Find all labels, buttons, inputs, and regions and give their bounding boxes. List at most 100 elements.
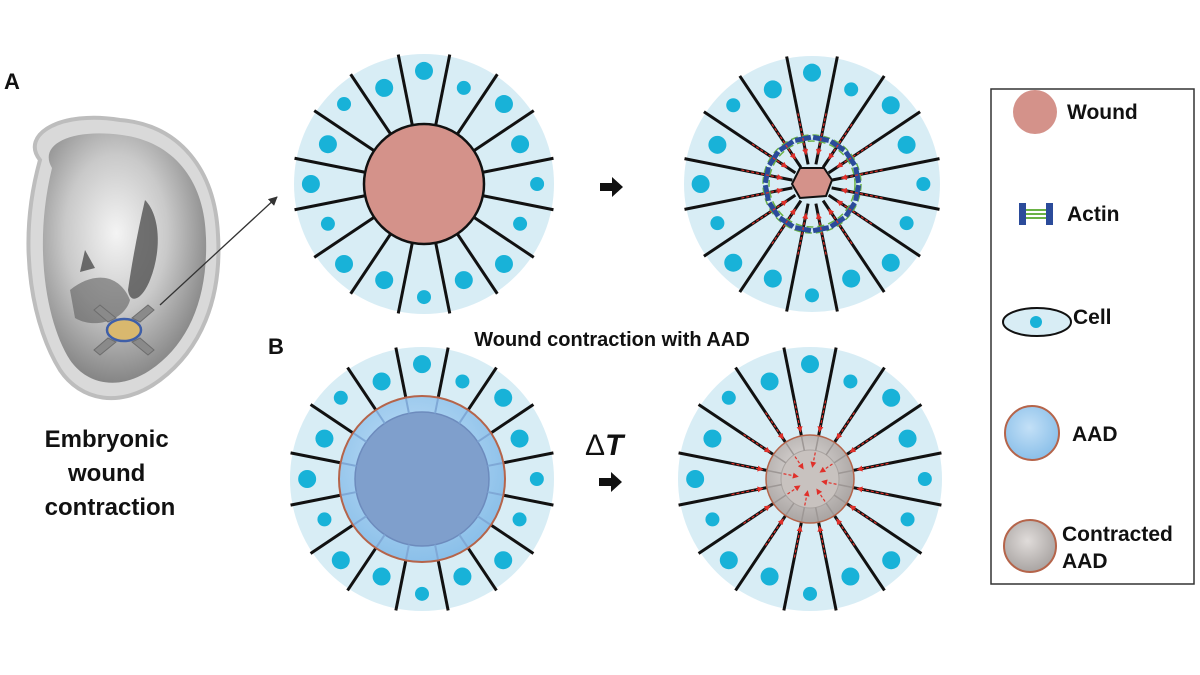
cell-nucleus: [882, 388, 901, 407]
cell-nucleus: [844, 82, 859, 97]
contraction-arrow: [803, 490, 810, 506]
aad-segment: [487, 491, 503, 496]
cell-nucleus: [881, 253, 900, 272]
legend-box: [990, 88, 1195, 585]
contraction-arrow: [731, 486, 764, 496]
cell-nucleus: [705, 512, 720, 527]
cell-boundary: [294, 156, 369, 175]
cell-nucleus: [710, 216, 725, 231]
cell-boundary: [816, 347, 838, 441]
contracted-aad-segment: [833, 494, 847, 504]
wound-before-circle: [294, 54, 554, 314]
legend-aad-label: AAD: [1072, 423, 1118, 446]
cell-nucleus: [415, 61, 433, 80]
cell-boundary: [479, 193, 554, 212]
cell-boundary: [394, 347, 408, 399]
cell-boundary: [848, 451, 942, 473]
contracted-aad-segment: [785, 502, 795, 516]
cell-nucleus: [513, 216, 528, 231]
contraction-arrow: [797, 212, 809, 255]
contracted-aad-segment: [773, 494, 787, 504]
cell-nucleus: [453, 567, 472, 586]
cell-nucleus: [530, 177, 545, 191]
contraction-arrow: [836, 518, 855, 546]
cell-boundary: [394, 559, 408, 611]
aad-segment: [353, 515, 367, 526]
cell-nucleus: [763, 80, 782, 99]
contracted-aad-segment: [838, 469, 853, 475]
embryo-caption: Embryonic wound contraction: [45, 426, 176, 521]
aad-segment: [375, 410, 386, 424]
embryo-caption-line-1: Embryonic: [45, 426, 169, 453]
cell-boundary: [502, 451, 554, 465]
progress-arrow-a: [600, 177, 623, 197]
contraction-arrow: [793, 525, 803, 558]
cell-nucleus: [900, 512, 915, 527]
contracted-aad-segment: [800, 436, 806, 451]
cell-nucleus: [916, 177, 931, 191]
delta-t-variable: T: [605, 429, 626, 462]
cell-nucleus: [719, 551, 738, 570]
legend-cell-label: Cell: [1073, 306, 1112, 329]
contracted-aad-segment: [833, 454, 847, 464]
contraction-arrow: [816, 488, 826, 502]
contraction-arrow: [771, 123, 796, 160]
contraction-arrow: [810, 452, 817, 468]
cell-boundary: [734, 511, 790, 592]
cell-nucleus: [724, 253, 743, 272]
cell-nucleus: [803, 586, 817, 601]
cell-nucleus: [372, 567, 391, 586]
contraction-arrow: [819, 463, 833, 473]
contracted-aad-segment: [814, 507, 820, 522]
cell-nucleus: [721, 390, 736, 405]
cell-nucleus: [417, 290, 431, 305]
cell-boundary: [785, 203, 810, 312]
cell-nucleus: [317, 512, 332, 527]
cell-nucleus: [842, 269, 861, 288]
embryo-caption-line-3: contraction: [45, 494, 176, 521]
cell-nucleus: [456, 80, 471, 95]
contracted-wound: [790, 167, 834, 200]
cell-boundary: [782, 347, 804, 441]
cell-boundary: [466, 546, 498, 592]
cell-boundary: [821, 75, 886, 169]
cell-nucleus: [318, 135, 337, 154]
cell-boundary: [684, 157, 793, 182]
contracted-aad-segment: [825, 502, 835, 516]
cell-boundary: [827, 110, 921, 175]
cell-boundary: [502, 493, 554, 507]
cell-boundary: [842, 499, 923, 555]
cell-nucleus: [760, 567, 779, 586]
cell-nucleus: [337, 97, 352, 112]
contraction-arrow: [765, 412, 784, 440]
cell-nucleus: [335, 254, 354, 273]
cell-boundary: [785, 56, 810, 165]
cell-boundary: [436, 559, 450, 611]
cell-nucleus: [881, 96, 900, 115]
zoom-arrow: [159, 196, 278, 306]
contraction-arrow: [793, 400, 803, 433]
cell-nucleus: [372, 372, 391, 391]
cell-boundary: [684, 186, 793, 211]
cell-nucleus: [897, 135, 916, 154]
cell-nucleus: [898, 429, 917, 448]
cell-nucleus: [298, 470, 317, 488]
cell-boundary: [831, 186, 940, 211]
contracted-aad-segment: [838, 483, 853, 489]
aad-segment: [375, 534, 386, 548]
cell-nucleus: [415, 586, 429, 601]
cell-nucleus: [899, 216, 914, 231]
legend-contracted-aad-line-1: Contracted: [1062, 523, 1173, 546]
cell-boundary: [738, 75, 803, 169]
legend-wound-swatch: [1013, 90, 1057, 134]
cell-nucleus: [529, 472, 544, 486]
cell-nucleus: [512, 512, 527, 527]
cell-nucleus: [510, 429, 529, 448]
cell-boundary: [433, 239, 452, 314]
cell-boundary: [697, 499, 778, 555]
cell-boundary: [396, 54, 415, 129]
contraction-arrow: [840, 169, 883, 181]
legend-contracted-aad-swatch: [1003, 519, 1057, 573]
cell-boundary: [814, 56, 839, 165]
cell-boundary: [703, 193, 797, 258]
